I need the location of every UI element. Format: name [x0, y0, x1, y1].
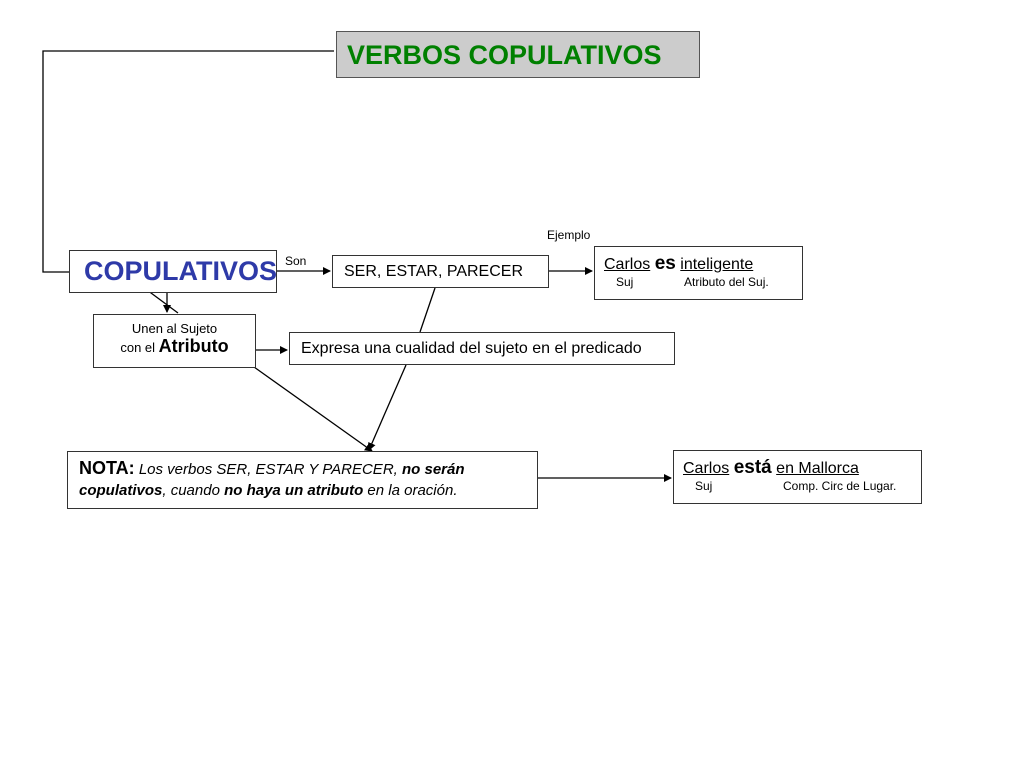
example1-box: Carlos es inteligente Suj Atributo del S…	[594, 246, 803, 300]
line-verbs-to-expresa	[419, 287, 436, 333]
expresa-box: Expresa una cualidad del sujeto en el pr…	[289, 332, 675, 365]
unen-box: Unen al Sujeto con el Atributo	[93, 314, 256, 368]
example1-attribute: inteligente	[680, 256, 754, 273]
copulativos-box: COPULATIVOS	[69, 250, 277, 293]
example1-attribute-label: Atributo del Suj.	[684, 275, 769, 289]
unen-line2: con el Atributo	[94, 336, 255, 357]
example2-subject: Carlos	[683, 460, 730, 477]
example2-box: Carlos está en Mallorca Suj Comp. Circ d…	[673, 450, 922, 504]
copulativos-label: COPULATIVOS	[84, 256, 278, 286]
unen-line2-text: con el	[120, 340, 156, 355]
example2-complement-label: Comp. Circ de Lugar.	[783, 479, 897, 493]
unen-atributo: Atributo	[158, 336, 229, 356]
example1-sentence: Carlos es inteligente	[604, 253, 802, 275]
title-box: VERBOS COPULATIVOS	[336, 31, 700, 78]
arrow-verbs-to-nota	[368, 364, 407, 451]
example2-subject-label: Suj	[695, 479, 713, 493]
verbs-box: SER, ESTAR, PARECER	[332, 255, 549, 288]
nota-text-3: en la oración.	[367, 482, 458, 499]
verbs-label: SER, ESTAR, PARECER	[344, 263, 523, 280]
nota-box: NOTA: Los verbos SER, ESTAR Y PARECER, n…	[67, 451, 538, 509]
example1-subject-label: Suj	[616, 275, 634, 289]
example2-labels: Suj Comp. Circ de Lugar.	[683, 479, 921, 493]
ejemplo-label: Ejemplo	[547, 228, 591, 242]
nota-bold-3: no haya un atributo	[224, 482, 364, 499]
line-copulativos-diagonal	[146, 289, 179, 314]
example2-complement: en Mallorca	[776, 460, 859, 477]
example1-labels: Suj Atributo del Suj.	[604, 275, 802, 289]
nota-heading: NOTA:	[79, 458, 135, 478]
nota-bold-1: no serán	[401, 461, 465, 478]
nota-text-1: Los verbos SER, ESTAR Y PARECER,	[138, 461, 398, 478]
son-label: Son	[285, 254, 307, 268]
expresa-label: Expresa una cualidad del sujeto en el pr…	[301, 340, 642, 357]
nota-bold-2: copulativos	[79, 482, 163, 499]
nota-text-2: , cuando	[162, 482, 220, 499]
bracket-connector	[42, 50, 334, 273]
example1-verb: es	[654, 253, 676, 274]
arrow-unen-to-nota	[253, 366, 373, 452]
example2-sentence: Carlos está en Mallorca	[683, 457, 921, 479]
page-title: VERBOS COPULATIVOS	[347, 40, 662, 70]
unen-line1: Unen al Sujeto	[131, 321, 218, 336]
example2-verb: está	[733, 457, 772, 478]
example1-subject: Carlos	[604, 256, 651, 273]
